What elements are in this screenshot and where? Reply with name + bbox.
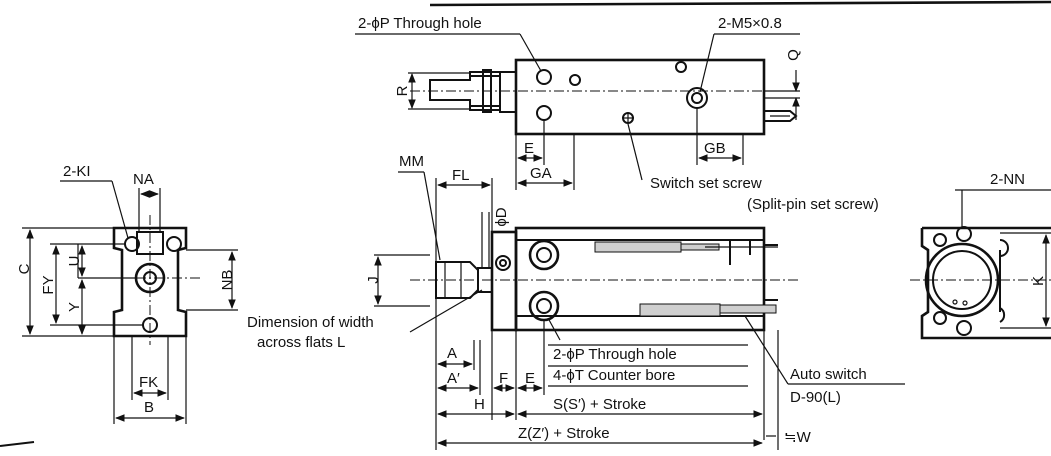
- dim-E-bottom-label: E: [525, 370, 535, 387]
- dim-Y-label: Y: [66, 302, 83, 312]
- dim-K-label: K: [1030, 276, 1047, 286]
- width-across-flats-label-2: across flats L: [257, 334, 345, 351]
- dim-B-label: B: [144, 399, 154, 416]
- dim-KI-label: 2-KI: [63, 163, 91, 180]
- dim-phiD-label: ϕD: [493, 207, 510, 226]
- dim-MM-label: MM: [399, 153, 424, 170]
- switch-set-screw-label: Switch set screw: [650, 175, 762, 192]
- thread-label: 2-M5×0.8: [718, 15, 782, 32]
- dim-GB-label: GB: [704, 140, 726, 157]
- counter-bore-label: 4-ϕT Counter bore: [553, 367, 675, 384]
- dim-A-label: A: [447, 345, 457, 362]
- dim-H-label: H: [474, 396, 485, 413]
- split-pin-set-screw-label: (Split-pin set screw): [747, 196, 879, 213]
- dim-NB-label: NB: [219, 270, 236, 291]
- dim-F-label: F: [499, 370, 508, 387]
- dim-W-label: ≒W: [784, 429, 812, 446]
- dim-FY-label: FY: [40, 275, 57, 294]
- auto-switch-label: Auto switch: [790, 366, 867, 383]
- dim-A-prime-label: A′: [447, 370, 460, 387]
- dim-C-label: C: [16, 263, 33, 274]
- front-view: MM FL ϕD J Dimension of width across fla…: [247, 153, 905, 450]
- dim-J-label: J: [365, 276, 382, 284]
- dim-GA-label: GA: [530, 165, 552, 182]
- dim-NA-label: NA: [133, 171, 154, 188]
- stroke-Z-label: Z(Z′) + Stroke: [518, 425, 610, 442]
- top-through-hole-label: 2-ϕP Through hole: [358, 15, 482, 32]
- bottom-through-hole-label: 2-ϕP Through hole: [553, 346, 677, 363]
- dim-FK-label: FK: [139, 374, 158, 391]
- corner-mark: [0, 441, 35, 447]
- dim-U-label: U: [66, 256, 83, 267]
- dim-NN-label: 2-NN: [990, 171, 1025, 188]
- right-end-view: 2-NN K: [910, 171, 1051, 340]
- left-end-view: 2-KI NA C FY U Y NB FK B: [16, 163, 238, 424]
- width-across-flats-label-1: Dimension of width: [247, 314, 374, 331]
- auto-switch-model-label: D-90(L): [790, 389, 841, 406]
- dim-FL-label: FL: [452, 167, 470, 184]
- dim-Q-label: Q: [785, 49, 802, 61]
- top-view: R Q 2-ϕP Through hole 2-M5×0.8 E GA GB S…: [355, 0, 1051, 213]
- dim-R-label: R: [394, 85, 411, 96]
- dim-E-top-label: E: [524, 140, 534, 157]
- stroke-S-label: S(S′) + Stroke: [553, 396, 646, 413]
